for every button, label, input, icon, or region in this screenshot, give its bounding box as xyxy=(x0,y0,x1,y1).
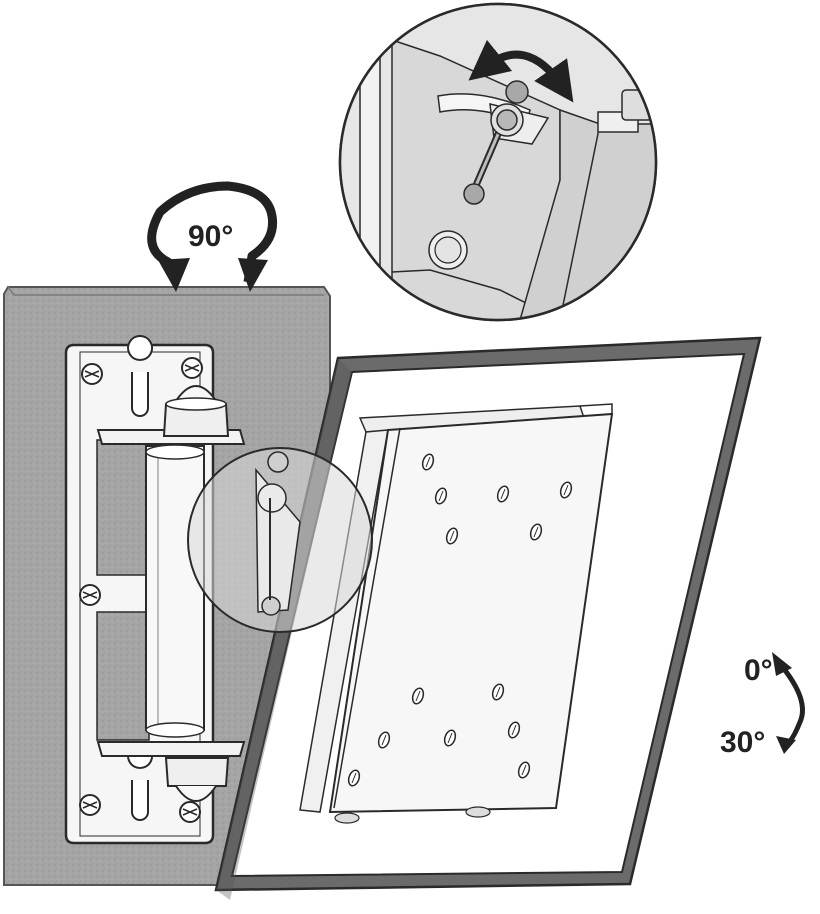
swivel-angle-label: 90° xyxy=(188,220,233,253)
vesa-hole-pattern xyxy=(347,453,573,787)
screw-top-right xyxy=(181,357,203,379)
screw-bottom-right xyxy=(179,801,201,823)
vesa-hole-mark xyxy=(495,686,501,698)
vesa-hole-mark xyxy=(447,732,453,744)
vesa-hole-mark xyxy=(511,724,517,736)
tilt-pivot-highlight xyxy=(187,447,373,633)
tilt-end-label: 30° xyxy=(720,726,765,759)
vesa-hole-mark xyxy=(415,690,421,702)
tilt-lock-detail-callout xyxy=(338,2,658,322)
vesa-hole-mark xyxy=(449,530,455,542)
screw-middle xyxy=(79,584,101,606)
vesa-hole-mark xyxy=(521,764,527,776)
vesa-hole-mark xyxy=(425,456,431,468)
vesa-hole-mark xyxy=(533,526,539,538)
vesa-hole-mark xyxy=(351,772,357,784)
vesa-hole-mark xyxy=(381,734,387,746)
screw-top-left xyxy=(81,363,103,385)
vesa-hole-mark xyxy=(563,484,569,496)
vesa-hole-mark xyxy=(438,490,444,502)
vesa-hole-mark xyxy=(500,488,506,500)
screw-bottom-left xyxy=(79,794,101,816)
lever-rotate-arrow-icon xyxy=(468,39,574,103)
tilt-start-label: 0° xyxy=(744,654,773,687)
tilt-angle-icon: 0° 30° xyxy=(720,652,805,759)
hinge-assembly xyxy=(96,385,246,802)
swivel-rotation-icon: 90° xyxy=(147,181,278,292)
